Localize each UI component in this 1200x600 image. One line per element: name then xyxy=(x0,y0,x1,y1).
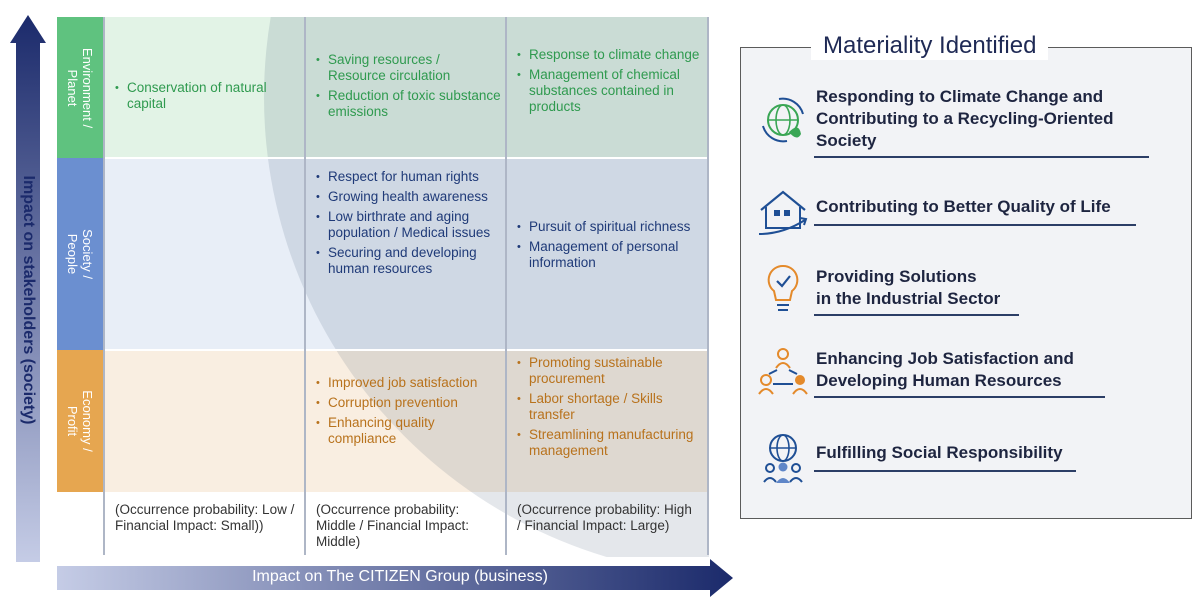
vertical-axis-arrow xyxy=(10,15,46,562)
vertical-axis-label: Impact on stakeholders (society) xyxy=(20,175,37,425)
materiality-item-text: Enhancing Job Satisfaction and Developin… xyxy=(816,349,1074,390)
cell-environment-middle: Saving resources / Resource circulation … xyxy=(316,52,501,124)
issue-item: Respect for human rights xyxy=(316,169,501,185)
column-footer-high: (Occurrence probability: High / Financia… xyxy=(517,502,692,533)
materiality-underline xyxy=(814,314,1019,316)
issue-item: Labor shortage / Skills transfer xyxy=(517,391,702,423)
materiality-title: Materiality Identified xyxy=(811,32,1049,60)
issue-item: Streamlining manufacturing management xyxy=(517,427,702,459)
materiality-underline xyxy=(814,396,1105,398)
materiality-item-text: Responding to Climate Change and Contrib… xyxy=(816,87,1114,150)
cell-environment-low: Conservation of natural capital xyxy=(115,80,295,116)
house-growth-icon xyxy=(758,190,808,235)
column-divider xyxy=(304,17,306,555)
row-divider xyxy=(103,349,709,351)
materiality-underline xyxy=(814,224,1136,226)
materiality-panel: Materiality Identified Responding to Cli… xyxy=(740,32,1192,519)
team-network-icon xyxy=(758,348,808,395)
row-label-environment: Environment / Planet xyxy=(57,17,103,158)
materiality-matrix: Environment / Planet Society / People Ec… xyxy=(57,17,709,557)
horizontal-axis-label: Impact on The CITIZEN Group (business) xyxy=(252,568,548,585)
row-label-society: Society / People xyxy=(57,158,103,350)
issue-item: Corruption prevention xyxy=(316,395,501,411)
cell-society-high: Pursuit of spiritual richness Management… xyxy=(517,219,702,275)
cell-economy-middle: Improved job satisfaction Corruption pre… xyxy=(316,375,501,451)
issue-item: Securing and developing human resources xyxy=(316,245,501,277)
lightbulb-check-icon xyxy=(767,264,799,311)
column-footer-low: (Occurrence probability: Low / Financial… xyxy=(115,502,295,533)
issue-item: Enhancing quality compliance xyxy=(316,415,501,447)
column-divider xyxy=(505,17,507,555)
issue-item: Response to climate change xyxy=(517,47,702,63)
materiality-item-text: Contributing to Better Quality of Life xyxy=(816,197,1111,216)
issue-item: Pursuit of spiritual richness xyxy=(517,219,702,235)
issue-item: Low birthrate and aging population / Med… xyxy=(316,209,501,241)
cell-environment-high: Response to climate change Management of… xyxy=(517,47,702,119)
materiality-underline xyxy=(814,470,1076,472)
issue-item: Management of personal information xyxy=(517,239,702,271)
cell-economy-high: Promoting sustainable procurement Labor … xyxy=(517,355,702,463)
issue-item: Conservation of natural capital xyxy=(115,80,295,112)
issue-item: Growing health awareness xyxy=(316,189,501,205)
issue-item: Management of chemical substances contai… xyxy=(517,67,702,115)
vertical-axis: Impact on stakeholders (society) xyxy=(0,0,60,600)
issue-item: Promoting sustainable procurement xyxy=(517,355,702,387)
row-label-economy: Economy / Profit xyxy=(57,350,103,492)
horizontal-axis-arrow xyxy=(57,559,733,597)
row-divider xyxy=(103,157,709,159)
issue-item: Improved job satisfaction xyxy=(316,375,501,391)
issue-item: Saving resources / Resource circulation xyxy=(316,52,501,84)
column-divider xyxy=(103,17,105,555)
issue-item: Reduction of toxic substance emissions xyxy=(316,88,501,120)
horizontal-axis: Impact on The CITIZEN Group (business) xyxy=(55,556,735,600)
column-footer-middle: (Occurrence probability: Middle / Financ… xyxy=(316,502,470,549)
materiality-item-text: Fulfilling Social Responsibility xyxy=(816,443,1063,462)
globe-recycle-icon xyxy=(762,97,804,143)
materiality-underline xyxy=(814,156,1149,158)
materiality-item-text: Providing Solutions in the Industrial Se… xyxy=(816,267,1001,308)
cell-society-middle: Respect for human rights Growing health … xyxy=(316,169,501,281)
globe-people-icon xyxy=(763,434,803,483)
column-divider xyxy=(707,17,709,555)
